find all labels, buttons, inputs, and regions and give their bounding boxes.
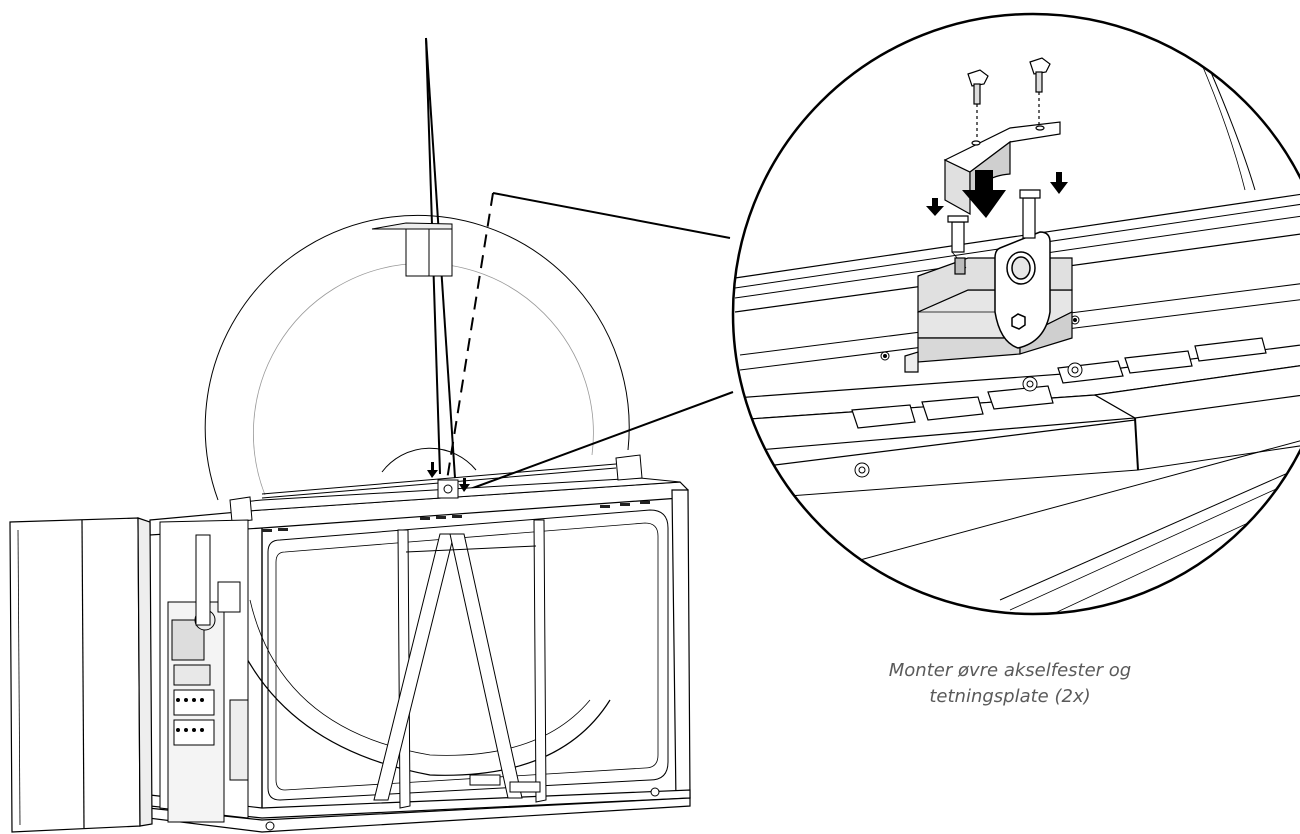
rotor-lower-inner-arc: [249, 599, 591, 756]
screw-icon: [1029, 57, 1051, 124]
zoom-line-top: [492, 192, 731, 239]
inner-window: [267, 509, 669, 801]
rail-slot-openings: [851, 337, 1267, 429]
brace-right: [449, 533, 523, 799]
sealing-plate: [994, 231, 1051, 349]
caption-line-2: tetningsplate (2x): [929, 686, 1091, 707]
rail-fixing-point: [437, 479, 459, 499]
rail-arrows: [427, 462, 470, 492]
zoom-arrows: [926, 170, 1068, 218]
down-arrow-icon: [926, 198, 944, 216]
bolts: [947, 189, 1041, 275]
rotor-inner-outline: [253, 262, 594, 496]
terminal-blocks: [176, 698, 204, 732]
down-arrow-icon: [1050, 172, 1068, 194]
bolt-icon: [1019, 189, 1041, 239]
brace-left: [373, 533, 455, 801]
rail-slots: [262, 501, 650, 532]
open-door: [9, 517, 153, 833]
caption-line-1: Monter øvre akselfester og: [888, 660, 1132, 681]
top-bracket: [371, 222, 453, 277]
magnified-view: [731, 12, 1300, 616]
control-panel: [159, 519, 249, 823]
screws: [967, 57, 1051, 138]
washers: [854, 315, 1083, 478]
right-post: [671, 489, 691, 803]
down-arrow-icon: [459, 478, 470, 492]
zoom-dashed-line: [446, 192, 494, 481]
zoom-spot-arc: [381, 447, 477, 473]
unit-feet: [265, 774, 660, 831]
down-arrow-icon: [962, 170, 1006, 218]
down-arrow-icon: [427, 462, 438, 478]
screw-icon: [967, 69, 989, 138]
bolt-icon: [947, 215, 969, 275]
instruction-caption: Monter øvre akselfester og tetningsplate…: [880, 658, 1140, 710]
zoom-line-bottom: [461, 391, 734, 493]
rotor-outline: [204, 215, 630, 501]
leader-lines: [425, 37, 734, 493]
bolt-icon: [1011, 313, 1026, 330]
